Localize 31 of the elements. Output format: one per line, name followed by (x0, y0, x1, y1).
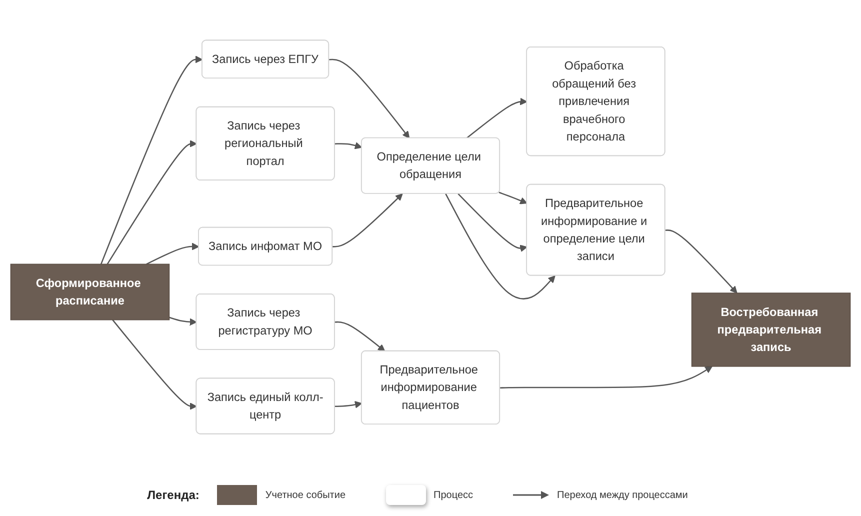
legend-text: Учетное событие (265, 490, 346, 500)
arrow (329, 58, 410, 138)
arrow (665, 230, 738, 294)
process-box: Предварительное информирование и определение цели записи (526, 184, 666, 276)
arrow (332, 193, 403, 248)
event-box: Востребованная предварительная запись (691, 292, 851, 367)
arrow (500, 366, 712, 388)
process-box: Запись через ЕПГУ (202, 40, 330, 79)
process-box: Запись инфомат МО (198, 226, 333, 266)
process-box: Запись через регистратуру МО (196, 293, 335, 350)
process-box: Обработка обращений без привлечения врачебного персонала (526, 46, 666, 156)
arrow (100, 56, 203, 264)
event-box: Сформированное расписание (10, 264, 170, 320)
legend-text: Переход между процессами (557, 490, 688, 500)
arrow (106, 140, 197, 265)
process-box: Запись через региональный портал (196, 106, 335, 181)
arrow (169, 316, 197, 326)
arrow (334, 142, 362, 150)
arrow (498, 192, 528, 204)
arrow (445, 194, 556, 300)
arrow (112, 319, 197, 410)
arrow (458, 193, 528, 252)
process-box: Определение цели обращения (360, 137, 500, 194)
process-box: Запись единый колл-центр (196, 378, 335, 434)
legend-heading: Легенда: (147, 488, 200, 502)
arrow (334, 321, 386, 352)
arrow (146, 242, 200, 265)
arrow (334, 400, 362, 408)
arrow (466, 98, 528, 139)
process-box: Предварительное информирование пациентов (360, 350, 500, 425)
legend-text: Процесс (434, 490, 474, 500)
